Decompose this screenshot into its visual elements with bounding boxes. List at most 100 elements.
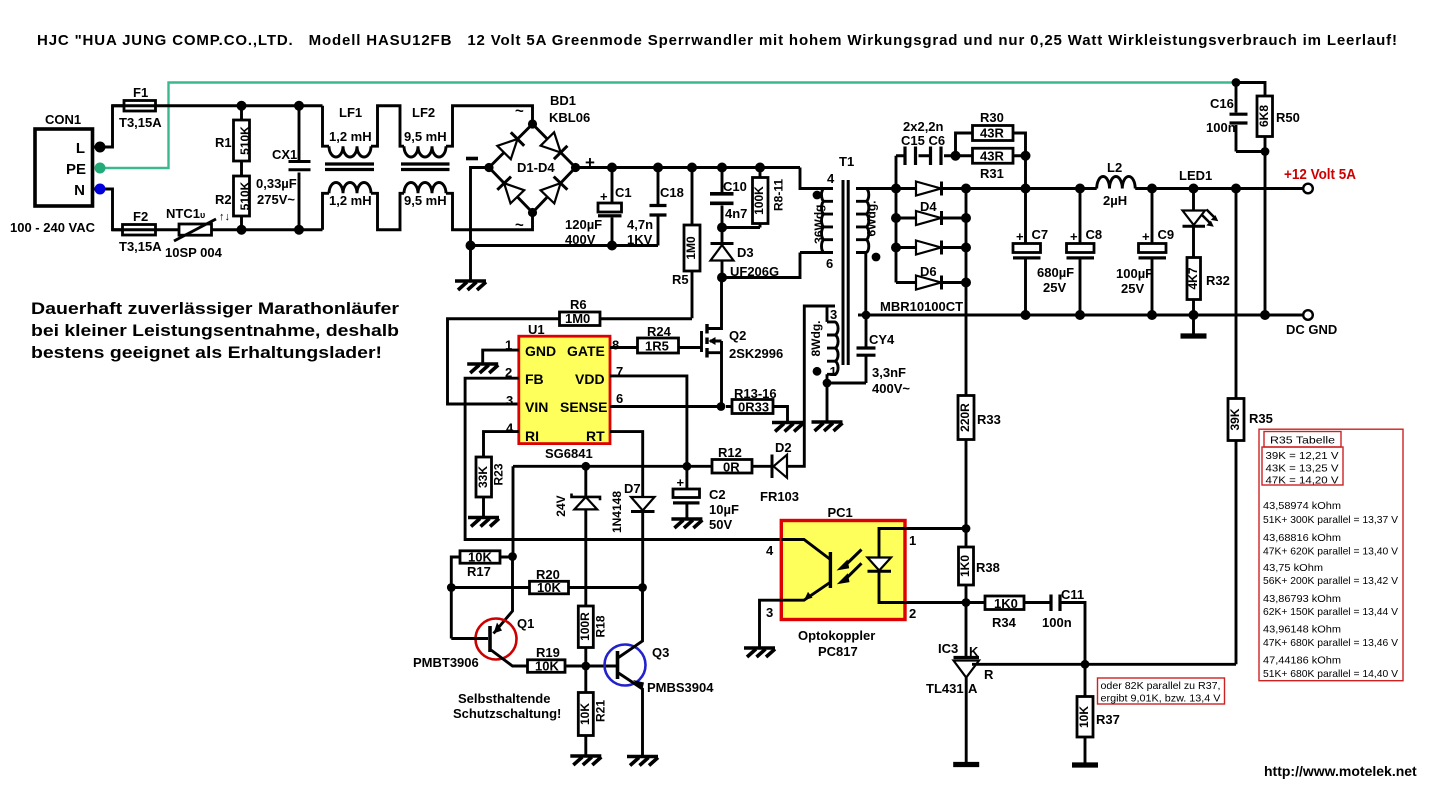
svg-text:R: R	[984, 667, 994, 682]
svg-text:R2: R2	[215, 192, 232, 207]
svg-text:NTC1υ: NTC1υ	[166, 206, 205, 221]
svg-text:D6: D6	[920, 264, 937, 279]
svg-text:3,3nF: 3,3nF	[872, 365, 906, 380]
svg-text:1: 1	[505, 338, 512, 353]
svg-text:http://www.motelek.net: http://www.motelek.net	[1264, 763, 1417, 779]
svg-text:DC GND: DC GND	[1286, 322, 1337, 337]
svg-text:510K: 510K	[238, 126, 252, 155]
svg-text:62K+ 150K parallel = 13,44 V: 62K+ 150K parallel = 13,44 V	[1263, 606, 1398, 618]
svg-text:PC1: PC1	[828, 505, 853, 520]
svg-text:100 - 240 VAC: 100 - 240 VAC	[10, 220, 96, 235]
svg-text:1M0: 1M0	[565, 311, 590, 326]
svg-text:CY4: CY4	[869, 332, 895, 347]
svg-text:4: 4	[827, 171, 835, 186]
svg-text:R6: R6	[570, 297, 587, 312]
svg-text:43R: 43R	[980, 149, 1004, 164]
svg-text:N: N	[74, 182, 85, 199]
svg-text:51K+ 300K parallel = 13,37 V: 51K+ 300K parallel = 13,37 V	[1263, 514, 1398, 526]
svg-text:8: 8	[612, 338, 619, 353]
svg-text:4K7: 4K7	[1186, 267, 1200, 289]
svg-text:A: A	[968, 681, 978, 696]
svg-text:VDD: VDD	[575, 371, 605, 387]
svg-text:4,7n: 4,7n	[627, 217, 653, 232]
svg-text:Q1: Q1	[517, 616, 534, 631]
svg-text:R5: R5	[672, 272, 689, 287]
svg-text:R21: R21	[594, 700, 608, 722]
svg-text:D1-D4: D1-D4	[517, 160, 555, 175]
svg-text:Selbsthaltende: Selbsthaltende	[458, 691, 550, 706]
svg-text:ergibt 9,01K, bzw. 13,4 V: ergibt 9,01K, bzw. 13,4 V	[1101, 693, 1221, 705]
svg-text:VIN: VIN	[525, 399, 548, 415]
svg-text:R23: R23	[492, 463, 506, 485]
svg-text:2x2,2n: 2x2,2n	[903, 119, 944, 134]
svg-text:36Wdg.: 36Wdg.	[812, 201, 826, 244]
svg-text:39K = 12,21 V: 39K = 12,21 V	[1266, 450, 1339, 462]
svg-text:R31: R31	[980, 166, 1004, 181]
svg-text:R50: R50	[1276, 110, 1300, 125]
svg-text:47K+ 620K parallel = 13,40 V: 47K+ 620K parallel = 13,40 V	[1263, 546, 1398, 558]
svg-text:10µF: 10µF	[709, 502, 739, 517]
svg-text:+: +	[585, 153, 595, 172]
svg-text:R24: R24	[647, 324, 672, 339]
svg-text:25V: 25V	[1121, 281, 1144, 296]
svg-text:8Wdg.: 8Wdg.	[809, 321, 823, 357]
svg-text:47K+ 680K parallel = 13,46 V: 47K+ 680K parallel = 13,46 V	[1263, 637, 1398, 649]
svg-text:47K = 14,20 V: 47K = 14,20 V	[1266, 475, 1339, 487]
svg-text:GND: GND	[525, 343, 556, 359]
svg-text:6: 6	[826, 256, 833, 271]
svg-text:CX1: CX1	[272, 147, 297, 162]
svg-text:LF1: LF1	[339, 105, 362, 120]
svg-text:SG6841: SG6841	[545, 446, 593, 461]
svg-text:bei kleiner Leistungsentnahme,: bei kleiner Leistungsentnahme, deshalb	[31, 321, 399, 340]
svg-text:~: ~	[515, 103, 524, 120]
svg-text:PMBT3906: PMBT3906	[413, 655, 479, 670]
svg-text:1,2 mH: 1,2 mH	[329, 193, 372, 208]
svg-text:3: 3	[506, 393, 513, 408]
svg-text:1M0: 1M0	[684, 236, 698, 260]
svg-text:R17: R17	[467, 564, 491, 579]
svg-text:~: ~	[515, 217, 524, 234]
svg-text:1N4148: 1N4148	[610, 491, 624, 533]
svg-text:C1: C1	[615, 185, 632, 200]
svg-text:1R5: 1R5	[645, 339, 669, 354]
svg-text:120µF: 120µF	[565, 217, 602, 232]
svg-text:R20: R20	[536, 567, 560, 582]
svg-text:43,86793 kOhm: 43,86793 kOhm	[1263, 593, 1341, 605]
svg-text:D4: D4	[920, 199, 937, 214]
svg-text:+12 Volt 5A: +12 Volt 5A	[1284, 166, 1356, 183]
svg-text:+: +	[1016, 229, 1024, 244]
svg-text:R35 Tabelle: R35 Tabelle	[1270, 435, 1335, 447]
svg-text:47,44186 kOhm: 47,44186 kOhm	[1263, 655, 1341, 667]
svg-text:R34: R34	[992, 615, 1017, 630]
svg-text:HJC "HUA JUNG COMP.CO.,LTD.: HJC "HUA JUNG COMP.CO.,LTD. Modell HASU1…	[37, 32, 1397, 49]
svg-text:39K: 39K	[1228, 408, 1242, 430]
svg-text:D2: D2	[775, 440, 792, 455]
svg-text:24V: 24V	[554, 495, 568, 516]
svg-text:10K: 10K	[535, 659, 559, 674]
svg-text:100µF: 100µF	[1116, 266, 1153, 281]
svg-text:0R: 0R	[723, 460, 740, 475]
svg-text:PMBS3904: PMBS3904	[647, 680, 714, 695]
svg-text:R19: R19	[536, 645, 560, 660]
svg-text:C11: C11	[1061, 587, 1084, 602]
svg-text:F1: F1	[133, 85, 148, 100]
svg-text:1: 1	[909, 533, 916, 548]
svg-text:C18: C18	[660, 185, 684, 200]
svg-text:R12: R12	[718, 445, 742, 460]
svg-text:0R33: 0R33	[738, 400, 769, 415]
svg-text:IC3: IC3	[938, 641, 958, 656]
svg-text:1,2 mH: 1,2 mH	[329, 129, 372, 144]
svg-text:K: K	[969, 644, 979, 659]
svg-text:oder 82K parallel zu R37,: oder 82K parallel zu R37,	[1101, 680, 1221, 692]
svg-text:3: 3	[830, 307, 837, 322]
svg-text:10K: 10K	[1077, 706, 1091, 728]
svg-text:+: +	[677, 475, 685, 490]
svg-text:D7: D7	[624, 481, 641, 496]
svg-text:Q2: Q2	[729, 328, 746, 343]
svg-text:510K: 510K	[238, 181, 252, 210]
svg-text:6: 6	[616, 391, 623, 406]
svg-text:2: 2	[505, 365, 512, 380]
svg-text:Dauerhaft zuverlässiger Marath: Dauerhaft zuverlässiger Marathonläufer	[31, 299, 399, 318]
svg-text:FR103: FR103	[760, 489, 799, 504]
svg-text:680µF: 680µF	[1037, 265, 1074, 280]
